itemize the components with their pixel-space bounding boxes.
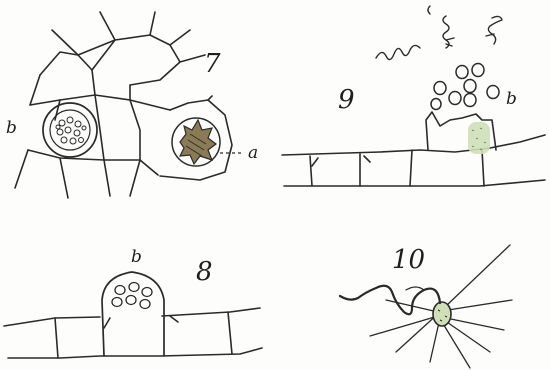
- spores-9: [431, 64, 499, 110]
- figure-8: 8 b: [4, 247, 262, 358]
- filament-8: [4, 308, 262, 358]
- figure-10: 10: [340, 245, 512, 368]
- sporangium-tint: [468, 122, 490, 154]
- label-b-fig9: b: [506, 89, 517, 109]
- tail-10: [340, 286, 440, 315]
- zoospore-10: [433, 302, 451, 326]
- tail-inner-10: [406, 287, 424, 290]
- figure-7: 7 b a: [6, 12, 258, 198]
- antheridium-a: [172, 118, 244, 166]
- nucleus-granules: [56, 117, 86, 144]
- filament-9: [282, 135, 545, 186]
- sporangium-9: [426, 112, 496, 154]
- figure-number-10: 10: [392, 245, 425, 275]
- cell-network-walls: [15, 12, 232, 198]
- figure-number-9: 9: [338, 85, 355, 115]
- figure-number-8: 8: [196, 257, 213, 287]
- antheridium-contents: [180, 120, 216, 164]
- figure-9: 9 b: [282, 6, 545, 186]
- label-b-fig7: b: [6, 118, 17, 138]
- spermatozoids-9: [376, 6, 502, 60]
- nucleus-b: [43, 103, 97, 157]
- label-b-fig8: b: [131, 247, 142, 267]
- label-a-fig7: a: [248, 143, 258, 163]
- granules-8: [112, 283, 152, 309]
- oogonium-8: [102, 272, 164, 356]
- figure-number-7: 7: [204, 49, 221, 79]
